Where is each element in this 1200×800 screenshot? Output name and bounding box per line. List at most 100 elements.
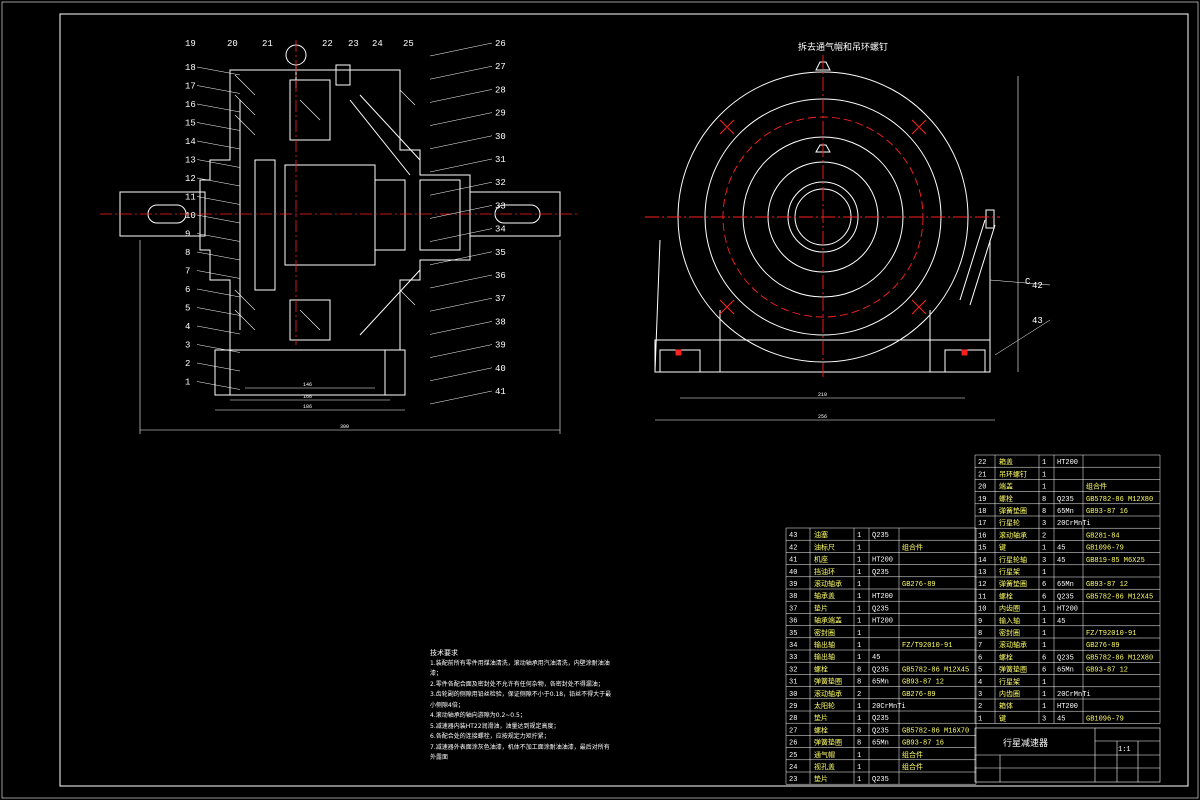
callout-leader <box>196 362 241 372</box>
part-qty: 1 <box>857 752 861 760</box>
callout-leader <box>196 140 241 150</box>
callout-number: 1 <box>185 378 190 388</box>
notes-title: 技术要求 <box>430 649 458 657</box>
part-material: Q235 <box>872 666 889 674</box>
callout-leader <box>429 274 493 289</box>
part-number: 26 <box>789 740 797 748</box>
callout-leader <box>429 228 493 242</box>
scale-value: 1:1 <box>1118 746 1131 754</box>
end-view <box>654 61 1051 421</box>
part-number: 18 <box>978 508 986 516</box>
part-number: 3 <box>978 691 982 699</box>
part-standard: GB1096-79 <box>1086 545 1124 553</box>
part-material: Q235 <box>872 605 889 613</box>
callout-number: 20 <box>227 39 238 49</box>
part-name: 螺栓 <box>814 664 828 674</box>
part-qty: 8 <box>857 727 861 735</box>
part-number: 1 <box>978 715 982 723</box>
callout-number: 36 <box>495 271 506 281</box>
part-material: 45 <box>1057 545 1065 553</box>
part-standard: GB93-87 12 <box>1086 667 1128 675</box>
part-number: 34 <box>789 642 797 650</box>
part-name: 弹簧垫圈 <box>999 579 1027 589</box>
part-material: Q235 <box>872 569 889 577</box>
part-name: 吊环螺钉 <box>999 469 1027 479</box>
callout-number: 16 <box>185 100 196 110</box>
technical-notes: 技术要求 1.装配前所有零件用煤油清洗，滚动轴承用汽油清洗，内壁涂耐油油漆； 2… <box>430 648 615 764</box>
part-name: 螺栓 <box>999 652 1013 662</box>
part-number: 37 <box>789 605 797 613</box>
part-number: 31 <box>789 679 797 687</box>
part-qty: 8 <box>857 740 861 748</box>
svg-text:42: 42 <box>1032 281 1043 291</box>
part-number: 32 <box>789 666 797 674</box>
callout-number: 32 <box>495 178 506 188</box>
part-standard: 组合件 <box>902 762 923 772</box>
part-material: HT200 <box>1057 703 1078 711</box>
part-qty: 1 <box>857 605 861 613</box>
part-name: 行星轮轴 <box>999 555 1027 565</box>
part-standard: GB5782-86 M12X80 <box>1086 654 1153 662</box>
part-qty: 1 <box>857 776 861 784</box>
part-name: 滚动轴承 <box>814 579 842 589</box>
part-standard: GB276-89 <box>902 581 936 589</box>
part-qty: 1 <box>857 544 861 552</box>
part-name: 弹簧垫圈 <box>814 738 842 748</box>
part-standard: GB93-87 12 <box>1086 581 1128 589</box>
callout-number: 8 <box>185 248 190 258</box>
part-material: 45 <box>1057 557 1065 565</box>
part-qty: 2 <box>1042 532 1046 540</box>
part-number: 30 <box>789 691 797 699</box>
part-name: 密封圈 <box>999 628 1020 638</box>
part-qty: 1 <box>1042 471 1046 479</box>
svg-text:300: 300 <box>340 424 349 430</box>
callout-leader <box>429 251 493 266</box>
callout-leader <box>196 325 241 335</box>
part-qty: 1 <box>857 569 861 577</box>
part-standard: GB276-89 <box>902 691 936 699</box>
notes-line: 7.减速器外表面涂灰色油漆，机体不加工面涂耐油油漆，最后对所有外露面 <box>430 743 610 762</box>
part-qty: 1 <box>1042 630 1046 638</box>
callout-leader <box>196 159 241 168</box>
part-number: 7 <box>978 642 982 650</box>
part-material: 65Mn <box>1057 667 1074 675</box>
part-name: 箱体 <box>999 701 1013 711</box>
part-number: 19 <box>978 496 986 504</box>
callout-leader <box>196 122 241 131</box>
callout-number: 6 <box>185 285 190 295</box>
callout-leader <box>429 89 493 103</box>
part-number: 15 <box>978 545 986 553</box>
notes-line: 3.齿轮副的侧隙用铅丝检验，保证侧隙不小于0.18，铅丝不得大于最小侧隙4倍； <box>430 691 612 709</box>
part-number: 6 <box>978 654 982 662</box>
part-name: 输出轴 <box>814 652 835 662</box>
callout-number: 13 <box>185 156 196 166</box>
callout-leader <box>196 233 241 242</box>
callout-number: 30 <box>495 132 506 142</box>
part-standard: GB281-84 <box>1086 532 1120 540</box>
callout-number: 15 <box>185 119 196 129</box>
callout-number: 37 <box>495 294 506 304</box>
callout-leader <box>429 158 493 173</box>
part-number: 9 <box>978 618 982 626</box>
part-name: 行星架 <box>999 677 1020 687</box>
part-number: 4 <box>978 679 982 687</box>
part-name: 内齿圈 <box>999 689 1020 699</box>
part-number: 41 <box>789 557 797 565</box>
